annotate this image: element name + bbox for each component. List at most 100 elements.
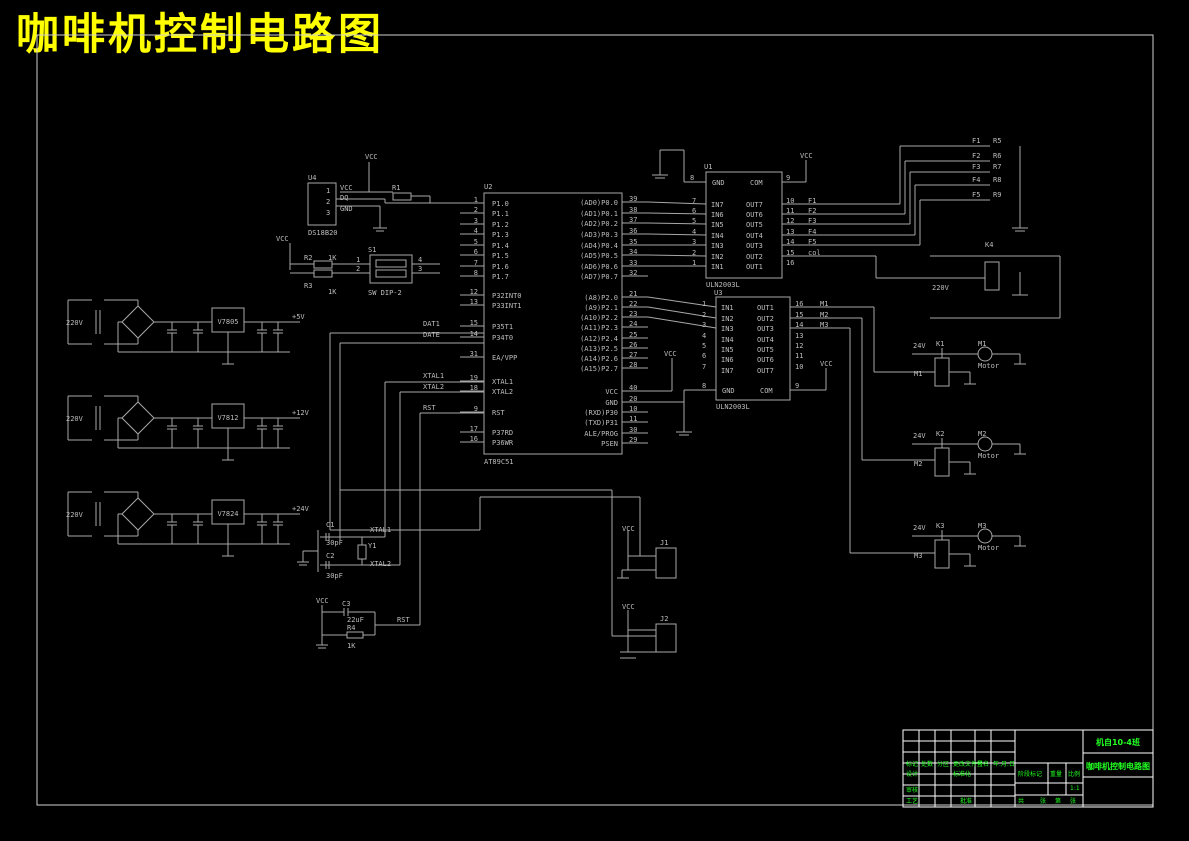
- u3-in-wire-1: [647, 296, 717, 308]
- f-net-label-4: F4: [972, 176, 980, 184]
- u3-out-name-15: OUT2: [757, 315, 774, 323]
- net-xtal2-b: XTAL2: [370, 560, 391, 568]
- k1-ref: K1: [936, 340, 944, 348]
- motor-ref-2: M2: [978, 430, 986, 438]
- u3-in-num-3: 3: [702, 321, 706, 329]
- u2-pin-num-36: 36: [629, 227, 637, 235]
- u2-pin-num-26: 26: [629, 341, 637, 349]
- u2-pin-num-19: 19: [470, 374, 478, 382]
- u2-pin-num-2: 2: [474, 206, 478, 214]
- u1-out-net-4: F5: [808, 238, 816, 246]
- u1-in-num-1: 1: [692, 259, 696, 267]
- u2-pin-name-11: (TXD)P31: [584, 419, 618, 427]
- u1-out-num-15: 15: [786, 249, 794, 257]
- u3-out-name-10: OUT7: [757, 367, 774, 375]
- net-dat1: DAT1: [423, 320, 440, 328]
- u1-out-num-12: 12: [786, 217, 794, 225]
- u3-out-num-10: 10: [795, 363, 803, 371]
- u2-pin-num-20: 20: [629, 395, 637, 403]
- u3-in-name-7: IN7: [721, 367, 734, 375]
- u2-pin-name-37: (AD2)P0.2: [580, 220, 618, 228]
- u2-pin-num-32: 32: [629, 269, 637, 277]
- u3-out-name-11: OUT6: [757, 356, 774, 364]
- u2-pin-name-31: EA/VPP: [492, 354, 517, 362]
- c2-label: C2: [326, 552, 334, 560]
- u3-out-net-1: M2: [820, 311, 828, 319]
- title-block-cell-6: 设计: [906, 770, 918, 778]
- u4-part: DS18B20: [308, 229, 338, 237]
- motor-1-icon: [977, 346, 993, 362]
- u3-ref: U3: [714, 289, 722, 297]
- y1-label: Y1: [368, 542, 376, 550]
- u2-pin-name-25: (A12)P2.4: [580, 335, 618, 343]
- u3-out-name-12: OUT5: [757, 346, 774, 354]
- u2-pin-name-20: GND: [605, 399, 618, 407]
- u2-pin-num-37: 37: [629, 216, 637, 224]
- title-block-cell-22: 张: [1070, 797, 1076, 805]
- u1-pin-9: 9: [786, 174, 790, 182]
- u1-chip-body: [705, 171, 783, 279]
- u2-pin-name-19: XTAL1: [492, 378, 513, 386]
- motor-supply-1: 24V: [913, 342, 926, 350]
- u2-vcc-label: VCC: [664, 350, 677, 358]
- c1-label: C1: [326, 521, 334, 529]
- bridge-rectifier-3: [121, 497, 155, 531]
- u3-in-wire-2: [647, 306, 717, 319]
- j2-connector: [655, 623, 677, 653]
- u3-out-name-14: OUT3: [757, 325, 774, 333]
- u2-chip-body: [483, 192, 623, 455]
- u1-out-num-10: 10: [786, 197, 794, 205]
- u3-in-num-2: 2: [702, 311, 706, 319]
- u3-in-wire-3: [647, 316, 717, 329]
- u2-pin-num-31: 31: [470, 350, 478, 358]
- u2-pin-num-16: 16: [470, 435, 478, 443]
- u4-ref: U4: [308, 174, 316, 182]
- u1-in-name-1: IN1: [711, 263, 724, 271]
- r2-value: 1K: [328, 254, 337, 262]
- u1-in-num-6: 6: [692, 207, 696, 215]
- u2-pin-name-7: P1.6: [492, 263, 509, 271]
- u1-out-name-14: OUT3: [746, 242, 763, 250]
- u2-pin-num-35: 35: [629, 238, 637, 246]
- u4-sensor-body: [307, 182, 337, 226]
- s1-pin3: 3: [418, 265, 422, 273]
- k3-ref: K3: [936, 522, 944, 530]
- u2-pin-num-5: 5: [474, 238, 478, 246]
- motor-net-3: M3: [914, 552, 922, 560]
- u2-pin-num-38: 38: [629, 206, 637, 214]
- u2-pin-num-4: 4: [474, 227, 478, 235]
- title-block-cell-4: 签名: [977, 760, 989, 768]
- c3-label: C3: [342, 600, 350, 608]
- r2-label: R2: [304, 254, 312, 262]
- u2-pin-name-23: (A10)P2.2: [580, 314, 618, 322]
- u3-out-num-14: 14: [795, 321, 803, 329]
- u2-pin-num-21: 21: [629, 290, 637, 298]
- u1-out-net-5: col: [808, 249, 821, 257]
- u1-vcc-label: VCC: [800, 152, 813, 160]
- f-resistor-label-5: R9: [993, 191, 1001, 199]
- u3-in-num-6: 6: [702, 352, 706, 360]
- u4-pin2-name: DQ: [340, 194, 348, 202]
- u2-pin-num-33: 33: [629, 259, 637, 267]
- f-resistor-label-1: R5: [993, 137, 1001, 145]
- title-block-cell-16: 工艺: [906, 797, 918, 805]
- u2-pin-num-7: 7: [474, 259, 478, 267]
- net-xtal1-b: XTAL1: [370, 526, 391, 534]
- u2-pin-num-39: 39: [629, 195, 637, 203]
- psu-reg-label-2: V7812: [217, 414, 238, 422]
- title-block-cell-5: 年.月.日: [993, 760, 1015, 768]
- u1-out-num-14: 14: [786, 238, 794, 246]
- r3-label: R3: [304, 282, 312, 290]
- f-resistor-label-2: R6: [993, 152, 1001, 160]
- u2-pin-num-27: 27: [629, 351, 637, 359]
- vcc-label-2: VCC: [276, 235, 289, 243]
- motor-net-2: M2: [914, 460, 922, 468]
- u2-pin-num-8: 8: [474, 269, 478, 277]
- j1-connector: [655, 547, 677, 579]
- u2-pin-name-4: P1.3: [492, 231, 509, 239]
- u2-pin-name-33: (AD6)P0.6: [580, 263, 618, 271]
- title-block-cell-23: 1:1: [1070, 785, 1080, 792]
- u2-pin-num-30: 30: [629, 426, 637, 434]
- net-xtal1: XTAL1: [423, 372, 444, 380]
